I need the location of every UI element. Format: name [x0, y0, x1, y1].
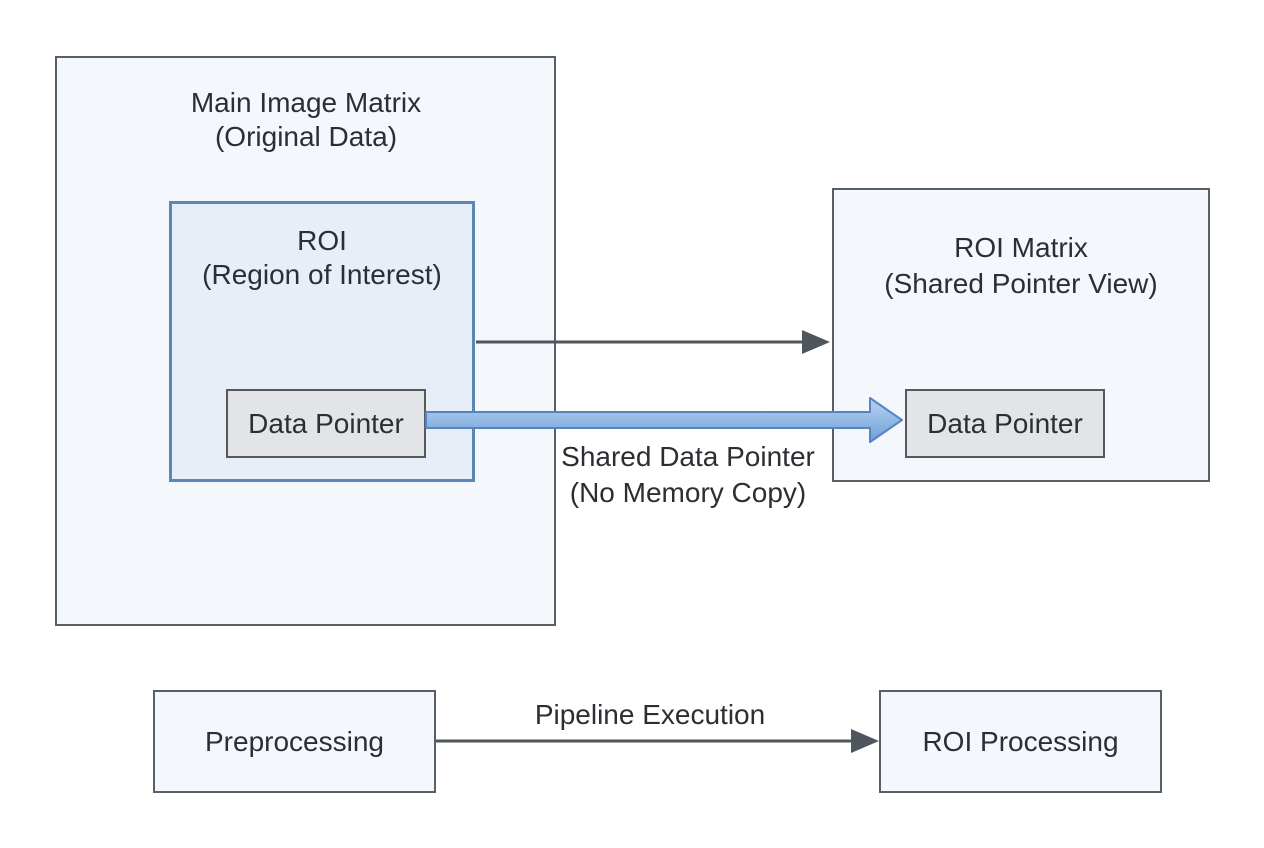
main-image-matrix-title: Main Image Matrix	[190, 87, 422, 118]
roi-processing-label: ROI Processing	[922, 725, 1119, 757]
preprocessing-label: Preprocessing	[205, 725, 384, 757]
shared-pointer-caption-line1: Shared Data Pointer	[561, 441, 815, 472]
roi-matrix-data-pointer-box: Data Pointer	[905, 389, 1105, 458]
roi-title: ROI	[297, 225, 347, 256]
shared-pointer-caption-line2: (No Memory Copy)	[569, 477, 807, 508]
pipeline-arrow	[436, 729, 879, 753]
main-image-matrix-subtitle: (Original Data)	[214, 121, 398, 152]
shared-data-pointer-arrow	[425, 397, 903, 443]
preprocessing-box: Preprocessing	[153, 690, 436, 793]
roi-data-pointer-box: Data Pointer	[226, 389, 426, 458]
roi-data-pointer-label: Data Pointer	[248, 407, 404, 439]
roi-matrix-subtitle: (Shared Pointer View)	[884, 268, 1158, 299]
roi-matrix-data-pointer-label: Data Pointer	[927, 407, 1083, 439]
roi-matrix-title: ROI Matrix	[954, 232, 1088, 263]
pipeline-execution-label: Pipeline Execution	[534, 699, 766, 730]
roi-processing-box: ROI Processing	[879, 690, 1162, 793]
roi-to-roi-matrix-arrow	[476, 330, 830, 354]
roi-subtitle: (Region of Interest)	[202, 259, 442, 290]
